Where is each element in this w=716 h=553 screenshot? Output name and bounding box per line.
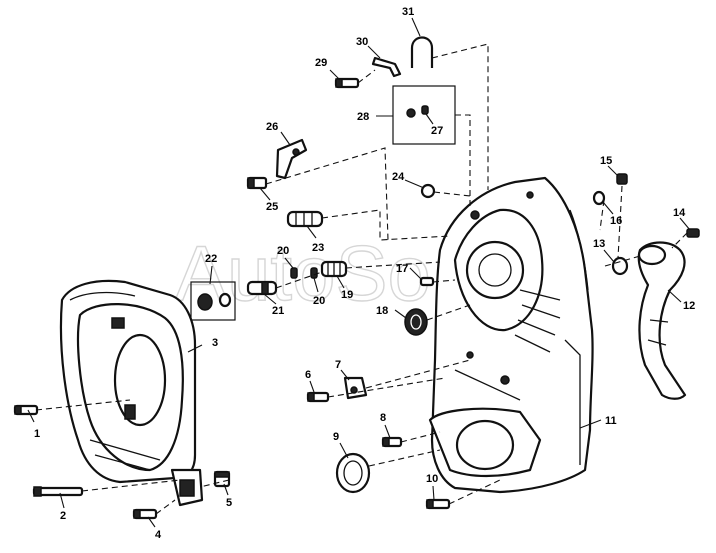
callout-15: 15: [600, 155, 612, 167]
callout-2: 2: [60, 510, 66, 522]
kit-28: [392, 85, 456, 145]
callout-27: 27: [431, 125, 443, 137]
callout-20a: 20: [277, 245, 289, 257]
callout-4: 4: [155, 529, 162, 541]
plug-15: [616, 173, 628, 185]
valve-21: [246, 280, 278, 296]
plug-24: [420, 183, 436, 199]
callout-8a: 8: [380, 412, 386, 424]
bolt-1: [13, 404, 39, 416]
callout-3: 3: [212, 337, 218, 349]
oring-16: [592, 190, 606, 206]
callout-6: 6: [305, 369, 311, 381]
callout-28: 28: [357, 111, 369, 123]
leader-lines: [27, 17, 691, 528]
callouts: 1 2 3 4 5 6 7 8 8 9 10 11 12 13 14 15 16…: [34, 6, 695, 541]
callout-16: 16: [610, 215, 622, 227]
bolt-8a: [381, 436, 403, 448]
callout-31: 31: [402, 6, 414, 18]
callout-24: 24: [392, 171, 405, 183]
callout-10: 10: [426, 473, 438, 485]
callout-18: 18: [376, 305, 388, 317]
plug-14: [686, 228, 700, 238]
bolt-6: [306, 391, 330, 403]
callout-25: 25: [266, 201, 278, 213]
watermark-text: AutoSo: [175, 229, 431, 317]
callout-14: 14: [673, 207, 686, 219]
ball-20a: [290, 267, 298, 279]
oring-13: [611, 256, 629, 276]
callout-12: 12: [683, 300, 695, 312]
callout-29: 29: [315, 57, 327, 69]
bolt-10: [425, 498, 451, 510]
callout-22: 22: [205, 253, 217, 265]
transmission-case: [428, 176, 594, 494]
callout-13: 13: [593, 238, 605, 250]
elbow-30: [371, 56, 402, 78]
callout-11: 11: [605, 415, 617, 427]
screen-23: [286, 210, 324, 228]
pin-17: [419, 276, 435, 287]
callout-9: 9: [333, 431, 339, 443]
callout-19: 19: [341, 289, 353, 301]
bolt-25: [246, 176, 268, 190]
callout-5: 5: [226, 497, 232, 509]
fill-tube: [637, 241, 687, 400]
bolt-5: [213, 470, 231, 488]
bolt-4: [132, 508, 158, 520]
alignment-lines: [35, 43, 688, 515]
callout-1: 1: [34, 428, 40, 440]
kit-22: [190, 281, 236, 321]
callout-17: 17: [396, 263, 408, 275]
callout-21: 21: [272, 305, 284, 317]
seal-9: [335, 452, 371, 494]
bolt-2: [32, 486, 84, 497]
ubolt-31: [410, 36, 434, 68]
bracket-7: [343, 376, 368, 400]
ball-20b: [310, 267, 318, 279]
spring-19: [320, 260, 348, 278]
callout-7: 7: [335, 359, 341, 371]
callout-23: 23: [312, 242, 324, 254]
callout-26: 26: [266, 121, 278, 133]
bracket-26: [275, 138, 308, 180]
callout-20b: 20: [313, 295, 325, 307]
bolt-29: [334, 77, 360, 89]
filter-18: [404, 308, 428, 336]
callout-30: 30: [356, 36, 368, 48]
bell-housing: [59, 279, 204, 507]
